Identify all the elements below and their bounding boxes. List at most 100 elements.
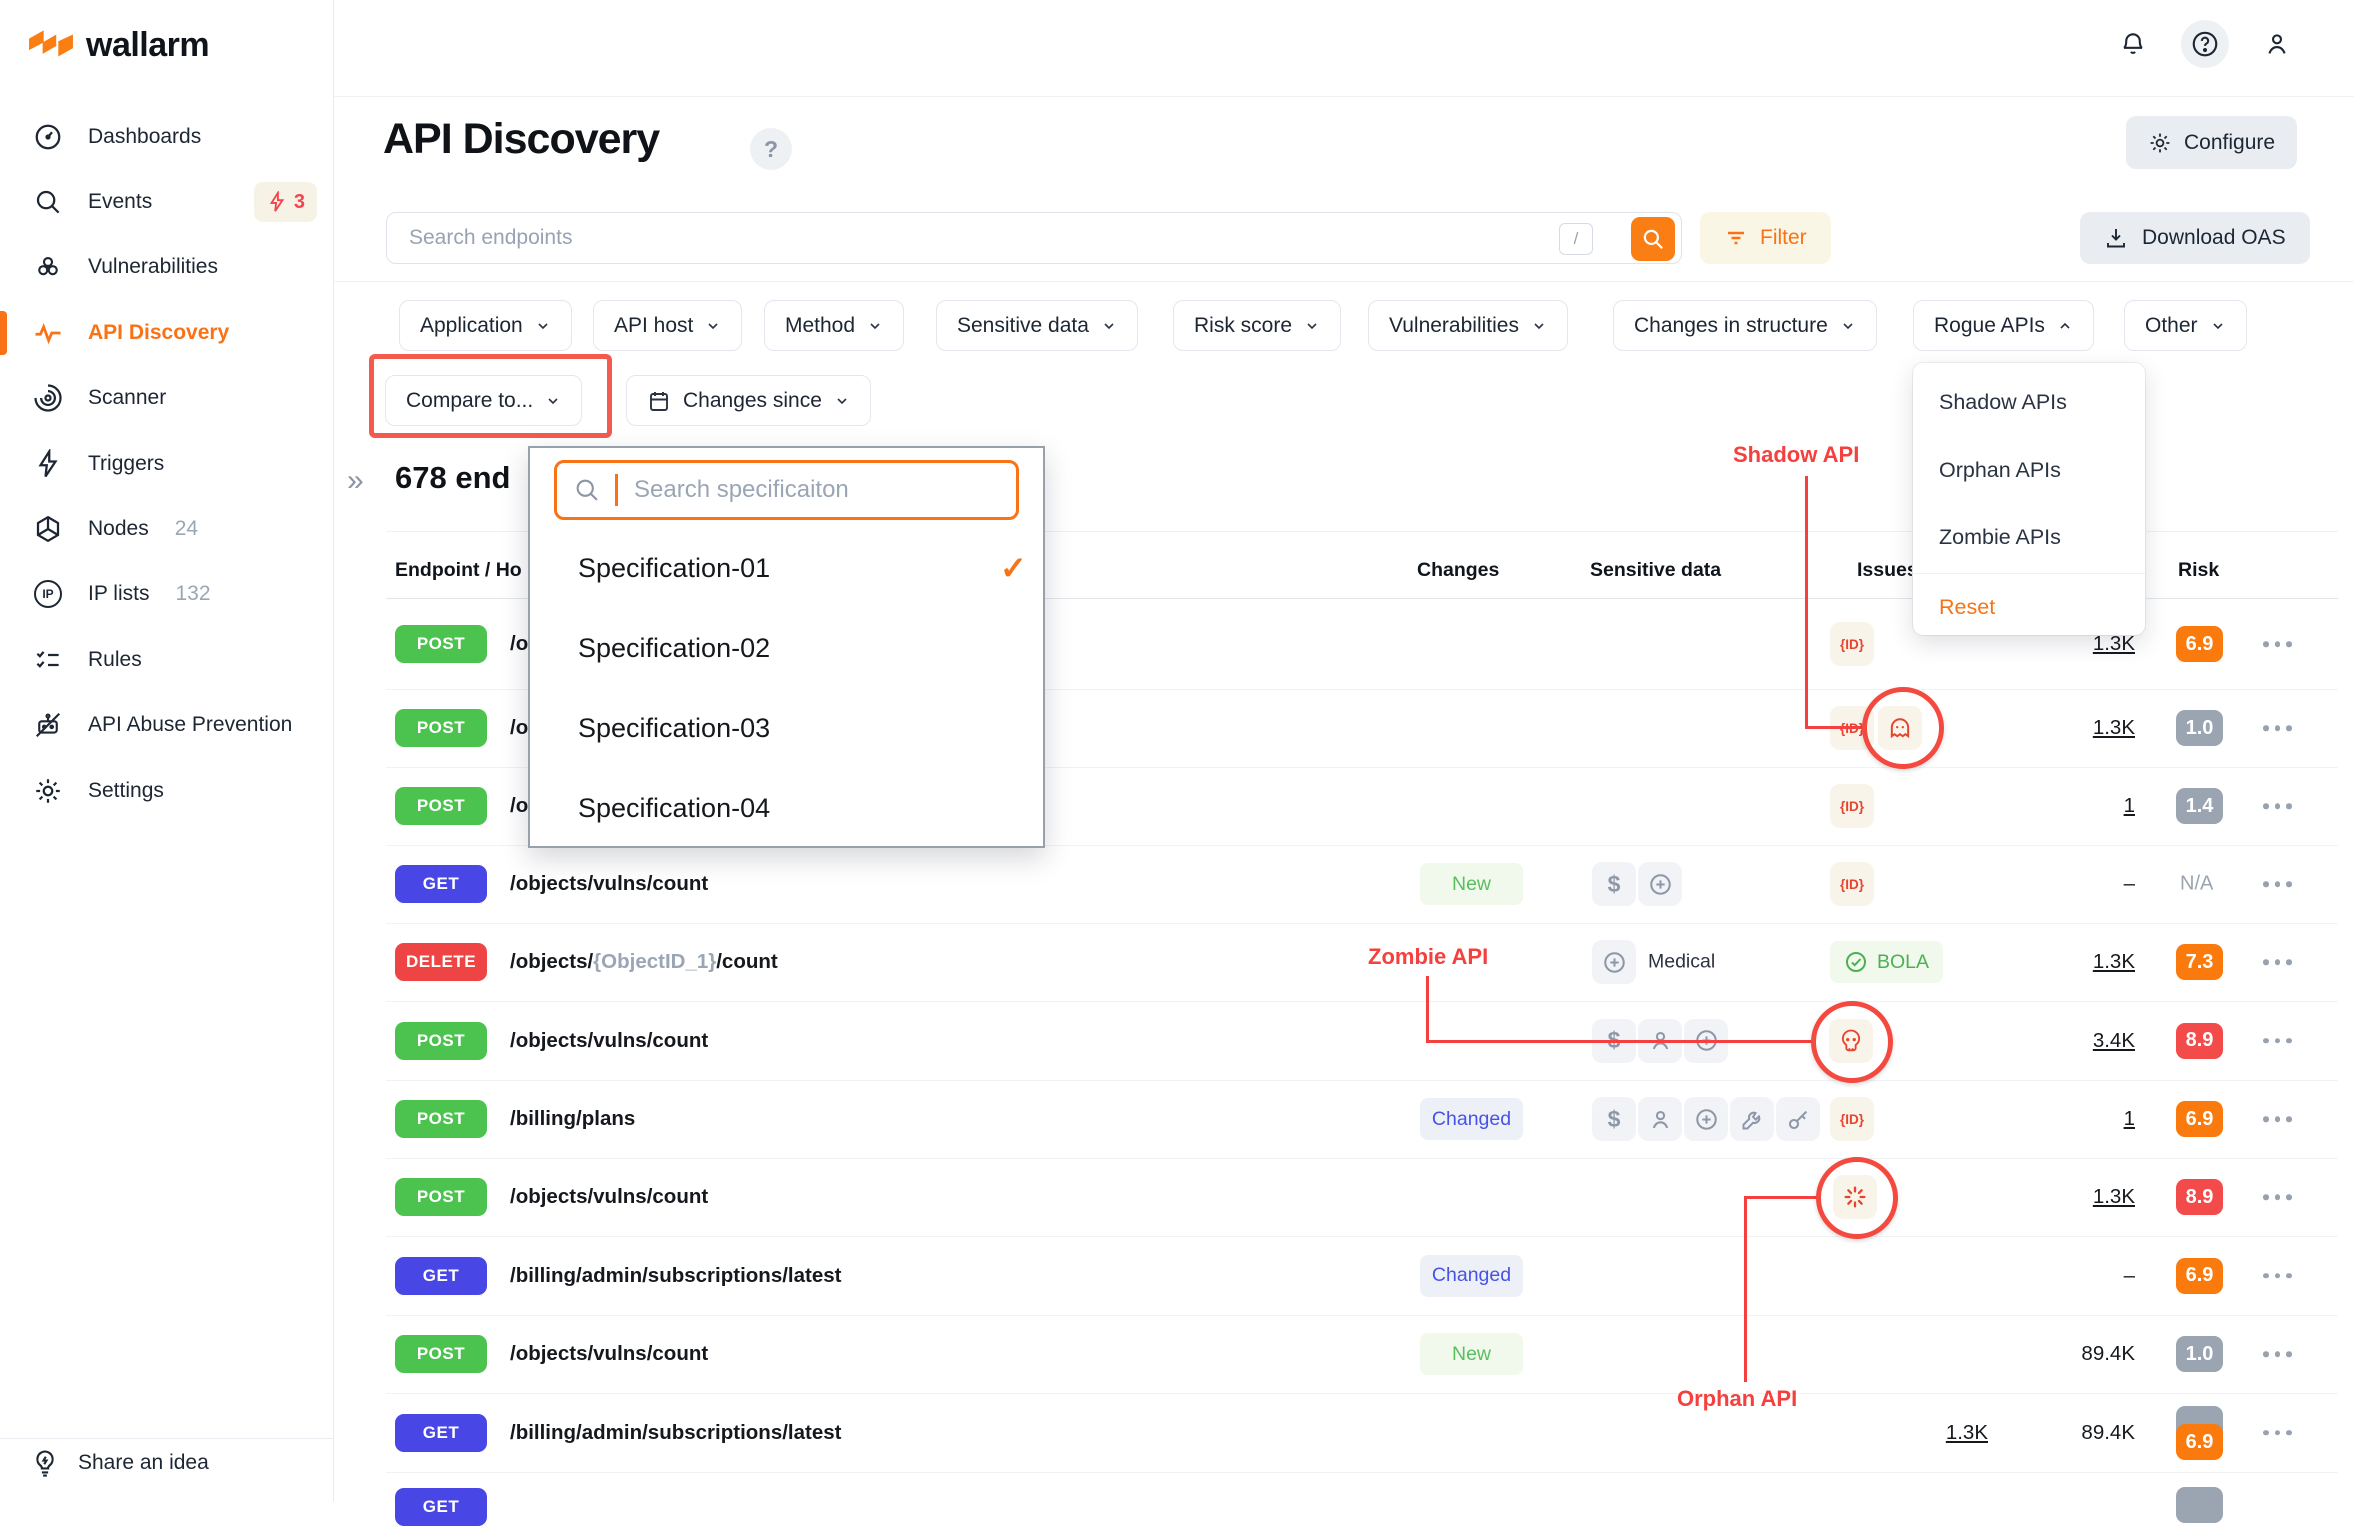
sidebar-item-rules[interactable]: Rules xyxy=(0,627,333,692)
col-issues[interactable]: Issues xyxy=(1857,559,1918,581)
row-menu-button[interactable] xyxy=(2263,1194,2292,1200)
sidebar-item-settings[interactable]: Settings xyxy=(0,758,333,823)
sidebar-item-dashboards[interactable]: Dashboards xyxy=(0,104,333,169)
table-row[interactable]: POST /ob {ID} 1.3K 6.9 xyxy=(386,599,2338,690)
id-issue-icon[interactable]: {ID} xyxy=(1830,784,1874,828)
sidebar-item-scanner[interactable]: Scanner xyxy=(0,366,333,431)
sidebar-item-events[interactable]: Events 3 xyxy=(0,169,333,234)
id-issue-icon[interactable]: {ID} xyxy=(1830,1097,1874,1141)
table-row[interactable]: POST /objects/vulns/count 1.3K 8.9 xyxy=(386,1158,2338,1237)
chevron-down-icon xyxy=(705,318,721,334)
id-issue-icon[interactable]: {ID} xyxy=(1830,622,1874,666)
id-issue-icon[interactable]: {ID} xyxy=(1830,862,1874,906)
table-row[interactable]: POST /objects/vulns/count $ 3.4K 8.9 xyxy=(386,1001,2338,1081)
share-an-idea-link[interactable]: Share an idea xyxy=(30,1448,209,1478)
sidebar-item-api-discovery[interactable]: API Discovery xyxy=(0,300,333,365)
table-row[interactable]: GET xyxy=(386,1472,2338,1526)
table-row[interactable]: DELETE /objects/{ObjectID_1}/count Medic… xyxy=(386,923,2338,1002)
spec-option-02[interactable]: Specification-02 xyxy=(530,608,1043,688)
endpoint-path: /billing/admin/subscriptions/latest xyxy=(510,1263,842,1287)
sidebar-item-label: Dashboards xyxy=(88,124,202,148)
help-button[interactable] xyxy=(2181,20,2229,68)
col-risk[interactable]: Risk xyxy=(2178,559,2220,581)
shadow-annotation-line xyxy=(1805,476,1808,728)
collapse-panel-icon[interactable]: » xyxy=(347,464,364,497)
sidebar-item-ip-lists[interactable]: IP IP lists 132 xyxy=(0,562,333,627)
col-sensitive-data[interactable]: Sensitive data xyxy=(1590,559,1722,581)
share-an-idea-label: Share an idea xyxy=(78,1451,209,1474)
row-menu-button[interactable] xyxy=(2263,725,2292,731)
filter-chip-method[interactable]: Method xyxy=(764,300,905,351)
search-button[interactable] xyxy=(1631,217,1675,261)
change-badge-new: New xyxy=(1420,1333,1523,1375)
issues-count-empty: – xyxy=(2123,1263,2135,1287)
issues-count-link[interactable]: 1.3K xyxy=(2092,716,2135,739)
filter-chip-api-host[interactable]: API host xyxy=(593,300,743,351)
issues-count-link[interactable]: 1.3K xyxy=(2092,1185,2135,1208)
row-menu-button[interactable] xyxy=(2263,1429,2292,1436)
filter-chip-vulnerabilities[interactable]: Vulnerabilities xyxy=(1368,300,1568,351)
issues-count-link[interactable]: 3.4K xyxy=(2092,1028,2135,1052)
issues-count-link[interactable]: 1 xyxy=(2123,1107,2135,1130)
wallarm-logo[interactable]: wallarm xyxy=(28,26,210,65)
table-row[interactable]: GET /objects/vulns/count New $ {ID} – N/… xyxy=(386,845,2338,924)
filter-chip-changes-in-structure[interactable]: Changes in structure xyxy=(1613,300,1877,351)
sidebar-item-nodes[interactable]: Nodes 24 xyxy=(0,496,333,561)
rogue-apis-menu: Shadow APIs Orphan APIs Zombie APIs Rese… xyxy=(1913,363,2145,635)
menu-item-shadow-apis[interactable]: Shadow APIs xyxy=(1939,389,2067,414)
notifications-button[interactable] xyxy=(2109,20,2157,68)
row-menu-button[interactable] xyxy=(2263,1272,2292,1279)
issues-count-link[interactable]: 1 xyxy=(2123,794,2135,817)
filter-chip-changes-since[interactable]: Changes since xyxy=(626,375,871,426)
sidebar-item-vulnerabilities[interactable]: Vulnerabilities xyxy=(0,235,333,300)
sidebar-item-api-abuse-prevention[interactable]: API Abuse Prevention xyxy=(0,693,333,758)
filter-button[interactable]: Filter xyxy=(1700,212,1831,264)
account-button[interactable] xyxy=(2253,20,2301,68)
issues-count-link[interactable]: 1.3K xyxy=(1945,1420,1988,1444)
slash-shortcut-key: / xyxy=(1559,223,1593,255)
issues-count-link[interactable]: 1.3K xyxy=(2092,950,2135,973)
filter-chip-application[interactable]: Application xyxy=(399,300,572,351)
configure-button[interactable]: Configure xyxy=(2126,116,2298,169)
dollar-icon: $ xyxy=(1592,1097,1636,1141)
row-menu-button[interactable] xyxy=(2263,803,2292,809)
table-row[interactable]: GET /billing/admin/subscriptions/latest … xyxy=(386,1393,2338,1473)
row-menu-button[interactable] xyxy=(2263,881,2292,887)
chip-label: Changes in structure xyxy=(1634,313,1828,337)
filter-icon xyxy=(1724,226,1748,250)
filter-chip-other[interactable]: Other xyxy=(2124,300,2247,351)
filter-chip-sensitive-data[interactable]: Sensitive data xyxy=(936,300,1138,351)
check-icon: ✓ xyxy=(1000,550,1027,586)
search-input[interactable] xyxy=(407,219,1561,257)
sidebar-item-triggers[interactable]: Triggers xyxy=(0,431,333,496)
spec-option-03[interactable]: Specification-03 xyxy=(530,688,1043,768)
spec-option-label: Specification-04 xyxy=(578,792,771,823)
table-row[interactable]: GET /billing/admin/subscriptions/latest … xyxy=(386,1236,2338,1316)
row-menu-button[interactable] xyxy=(2263,959,2292,965)
gear-icon xyxy=(2148,131,2172,155)
title-help-icon[interactable]: ? xyxy=(750,128,792,170)
row-menu-button[interactable] xyxy=(2263,1116,2292,1122)
menu-item-zombie-apis[interactable]: Zombie APIs xyxy=(1939,524,2061,549)
issues-count-link[interactable]: 1.3K xyxy=(2092,632,2135,655)
row-menu-button[interactable] xyxy=(2263,1351,2292,1357)
bola-issue-badge[interactable]: BOLA xyxy=(1830,941,1944,983)
specification-search-input[interactable] xyxy=(632,475,966,505)
events-attack-badge[interactable]: 3 xyxy=(253,182,317,223)
spec-option-04[interactable]: Specification-04 xyxy=(530,768,1043,848)
row-menu-button[interactable] xyxy=(2263,641,2292,647)
table-row[interactable]: POST /objects/vulns/count New 89.4K 1.0 xyxy=(386,1315,2338,1394)
filter-chip-rogue-apis[interactable]: Rogue APIs xyxy=(1913,300,2094,351)
download-oas-button[interactable]: Download OAS xyxy=(2080,212,2310,264)
menu-item-orphan-apis[interactable]: Orphan APIs xyxy=(1939,457,2061,482)
filter-chip-compare-to[interactable]: Compare to... xyxy=(385,375,583,426)
table-row[interactable]: POST /billing/plans Changed $ {ID} 1 6.9 xyxy=(386,1080,2338,1159)
chip-label: Risk score xyxy=(1194,313,1293,337)
filter-chip-risk-score[interactable]: Risk score xyxy=(1173,300,1342,351)
col-endpoint[interactable]: Endpoint / Ho xyxy=(395,559,522,581)
risk-badge: 6.9 xyxy=(2176,1101,2223,1137)
col-changes[interactable]: Changes xyxy=(1417,559,1500,581)
row-menu-button[interactable] xyxy=(2263,1037,2292,1044)
menu-item-reset[interactable]: Reset xyxy=(1939,594,1996,619)
spec-option-01[interactable]: Specification-01 ✓ xyxy=(530,528,1043,608)
